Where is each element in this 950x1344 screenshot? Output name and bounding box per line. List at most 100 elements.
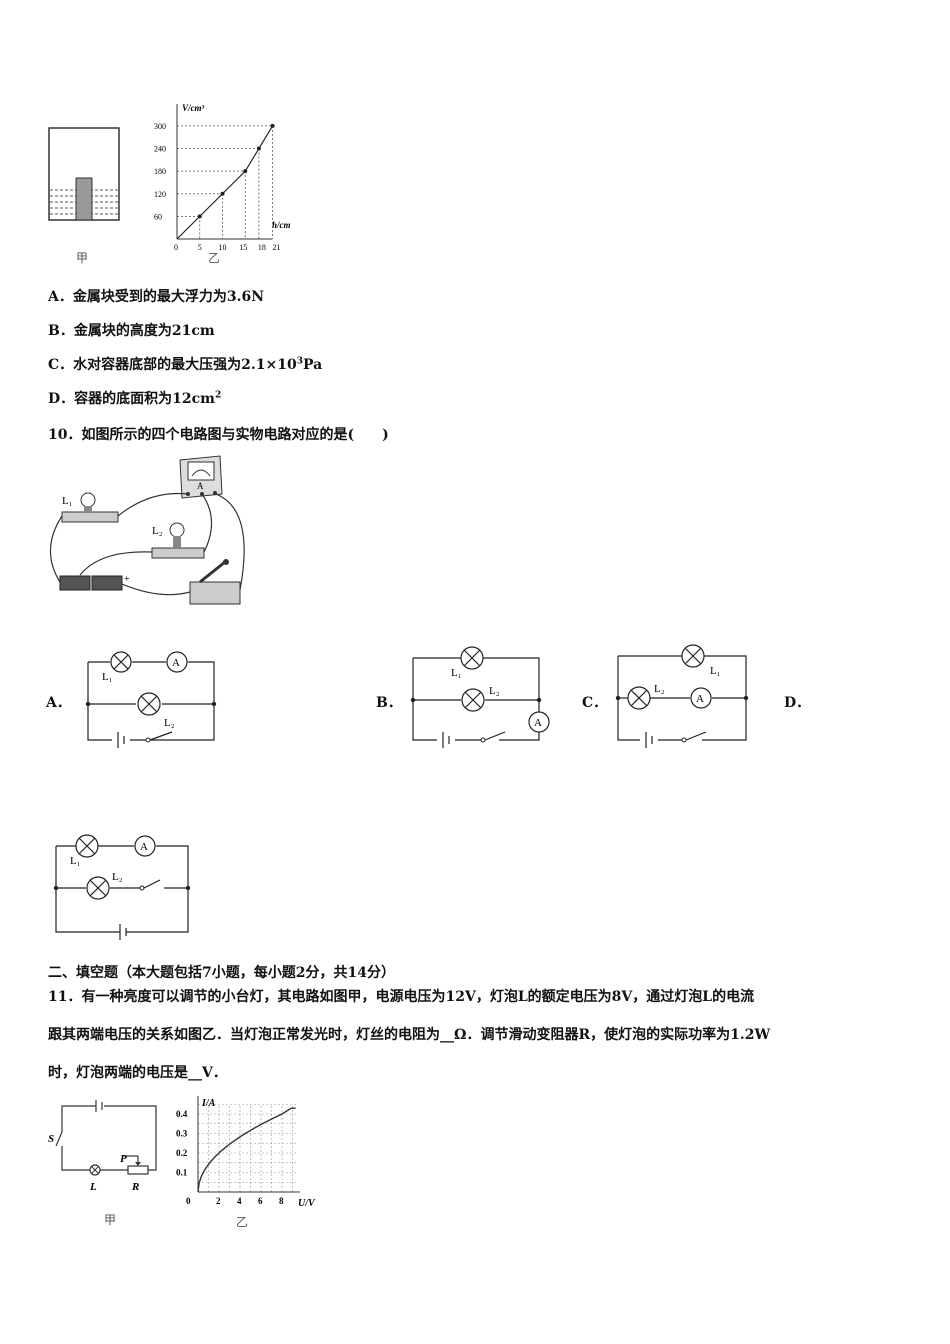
x-axis-label: h/cm	[272, 220, 291, 230]
label-l1: L₁	[102, 671, 113, 683]
rheostat-label: R	[131, 1181, 139, 1193]
q9-option-c-unit: Pa	[302, 357, 323, 373]
lamp-icon	[75, 834, 99, 858]
ammeter-icon: A	[528, 711, 550, 733]
y-tick-label: 300	[154, 122, 166, 131]
ammeter-label: A	[197, 481, 204, 491]
lamp-icon	[110, 651, 132, 673]
metal-block	[75, 177, 93, 221]
rheostat-icon	[127, 1165, 149, 1175]
data-point	[256, 146, 261, 151]
q9-option-a[interactable]: A．金属块受到的最大浮力为3.6N	[48, 289, 265, 305]
ammeter-icon: A	[134, 835, 156, 857]
battery-plus-label: +	[124, 574, 130, 585]
q11-line-3: 时，灯泡两端的电压是__V．	[48, 1065, 227, 1081]
y-tick-label: 60	[154, 212, 162, 221]
lamp-icon	[89, 1164, 101, 1176]
q11-line-1: 11．有一种亮度可以调节的小台灯，其电路如图甲，电源电压为12V，灯泡L的额定电…	[48, 989, 755, 1005]
y-tick-label: 0.4	[176, 1109, 188, 1119]
lamp-l1: L₁	[61, 492, 119, 523]
x-tick-label: 0	[186, 1196, 191, 1206]
data-point	[220, 191, 225, 196]
label-l1: L₁	[70, 855, 81, 867]
lamp-icon	[627, 686, 651, 710]
slider-label: P	[120, 1153, 127, 1165]
q11-right-caption: 乙	[236, 1215, 248, 1229]
q11-grid	[198, 1103, 298, 1192]
section-2-heading: 二、填空题（本大题包括7小题，每小题2分，共14分）	[48, 965, 395, 981]
data-point	[243, 169, 248, 174]
l1-label: L₁	[62, 495, 73, 507]
battery-pack: +	[59, 574, 130, 591]
ammeter-icon: A	[166, 651, 188, 673]
series-line	[176, 125, 274, 240]
x-tick-label: 15	[239, 243, 247, 252]
q9-option-d[interactable]: D．容器的底面积为12cm2	[48, 388, 221, 408]
ammeter-icon: A	[690, 687, 712, 709]
lamp-icon	[137, 692, 161, 716]
q10-choice-d-letter[interactable]: D．	[784, 695, 811, 711]
label-l1: L₁	[710, 665, 721, 677]
y-tick-label: 180	[154, 167, 166, 176]
label-l2: L₂	[489, 685, 500, 697]
x-tick-label: 10	[219, 243, 227, 252]
q10-stem: 10．如图所示的四个电路图与实物电路对应的是( )	[48, 427, 389, 443]
svg-text:A: A	[140, 841, 148, 853]
data-point	[270, 123, 275, 128]
q10-choice-b-letter[interactable]: B．	[376, 695, 402, 711]
lamp-icon	[461, 688, 485, 712]
lamp-icon	[86, 876, 110, 900]
x-tick-label: 18	[258, 243, 266, 252]
q10-physical-circuit: A L₁ L₂ +	[49, 455, 245, 605]
y-tick-label: 120	[154, 190, 166, 199]
iu-curve	[197, 1107, 296, 1193]
svg-text:A: A	[534, 717, 542, 729]
svg-text:A: A	[696, 693, 704, 705]
q9-option-b[interactable]: B．金属块的高度为21cm	[48, 323, 215, 339]
y-axis-label: V/cm³	[182, 103, 204, 113]
x-tick-label: 5	[198, 243, 202, 252]
q9-right-caption: 乙	[208, 251, 220, 265]
q11-line-2: 跟其两端电压的关系如图乙．当灯泡正常发光时，灯丝的电阻为__Ω．调节滑动变阻器R…	[48, 1027, 771, 1043]
y-tick-label: 0.1	[176, 1168, 188, 1178]
q10-circuit-c[interactable]: A L₁ L₂	[610, 644, 755, 754]
q9-left-caption: 甲	[76, 251, 88, 265]
switch-label: S	[48, 1133, 54, 1145]
lamp-icon	[681, 644, 705, 668]
y-tick-label: 240	[154, 145, 166, 154]
x-tick-label: 2	[216, 1196, 221, 1206]
y-tick-label: 0.2	[176, 1148, 188, 1158]
q9-option-c[interactable]: C．水对容器底部的最大压强为2.1×103Pa	[48, 354, 322, 374]
q9-option-d-sup: 2	[214, 390, 222, 401]
label-l2: L₂	[164, 717, 175, 729]
q10-circuit-b[interactable]: A L₁ L₂	[405, 646, 555, 756]
x-tick-label: 0	[174, 243, 178, 252]
svg-text:A: A	[172, 657, 180, 669]
q10-circuit-d[interactable]: A L₁ L₂	[48, 834, 198, 946]
q10-circuit-a[interactable]: A L₁ L₂	[80, 648, 225, 753]
q9-option-d-text: D．容器的底面积为12cm	[48, 391, 215, 407]
x-tick-label: 8	[279, 1196, 284, 1206]
q10-choice-c-letter[interactable]: C．	[582, 695, 608, 711]
x-axis-label: U/V	[298, 1198, 316, 1209]
q9-option-c-sup: 3	[296, 356, 303, 367]
x-tick-label: 6	[258, 1196, 263, 1206]
ammeter-device: A	[179, 455, 223, 499]
water-level	[50, 189, 118, 215]
x-tick-label: 4	[237, 1196, 242, 1206]
y-tick-label: 0.3	[176, 1129, 188, 1139]
q9-guide-lines	[177, 125, 273, 239]
q9-series	[176, 123, 275, 240]
lamp-icon	[460, 646, 484, 670]
q10-choice-a-letter[interactable]: A．	[46, 695, 71, 711]
knife-switch	[189, 559, 241, 605]
q11-circuit: S P L R 甲	[48, 1100, 157, 1227]
label-l1: L₁	[451, 667, 462, 679]
q11-tick-labels: 0.4 0.3 0.2 0.1 0 2 4 6 8	[176, 1109, 284, 1206]
lamp-label: L	[89, 1181, 97, 1193]
l2-label: L₂	[152, 525, 163, 537]
label-l2: L₂	[654, 683, 665, 695]
